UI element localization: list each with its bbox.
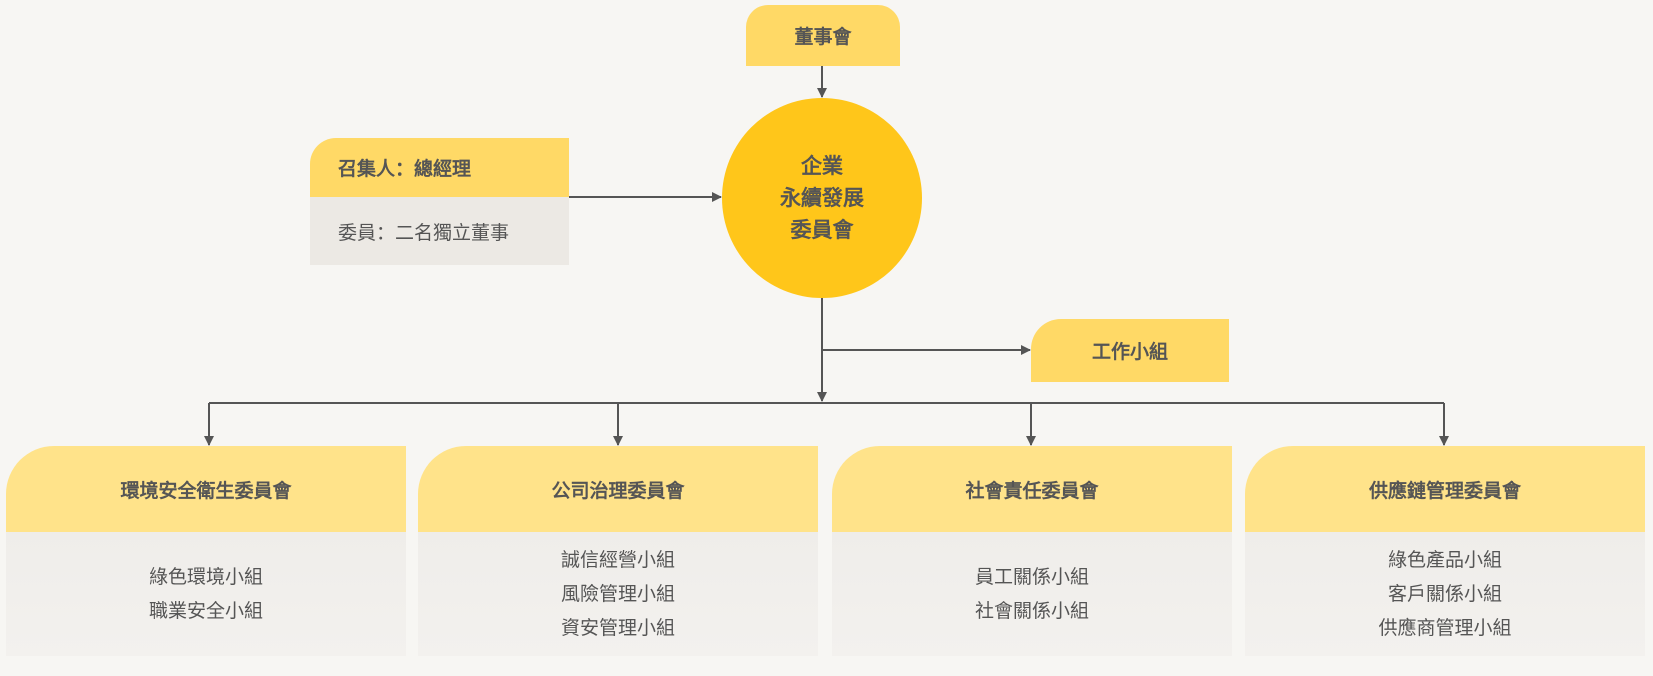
center-line-1: 企業 — [801, 154, 843, 178]
group-item: 職業安全小組 — [148, 600, 263, 622]
committee-corporate-governance: 公司治理委員會 誠信經營小組 風險管理小組 資安管理小組 — [418, 446, 818, 656]
committee-supply-chain: 供應鏈管理委員會 綠色產品小組 客戶關係小組 供應商管理小組 — [1245, 446, 1645, 656]
committee-environment-safety: 環境安全衛生委員會 綠色環境小組 職業安全小組 — [6, 446, 406, 656]
group-item: 資安管理小組 — [560, 617, 675, 639]
convener-title: 召集人：總經理 — [310, 138, 569, 197]
group-item: 員工關係小組 — [974, 566, 1089, 588]
committee-groups: 誠信經營小組 風險管理小組 資安管理小組 — [418, 532, 818, 656]
group-item: 客戶關係小組 — [1387, 583, 1502, 605]
group-item: 供應商管理小組 — [1378, 617, 1512, 639]
committee-groups: 綠色產品小組 客戶關係小組 供應商管理小組 — [1245, 532, 1645, 656]
group-item: 社會關係小組 — [974, 600, 1089, 622]
group-item: 綠色環境小組 — [148, 566, 263, 588]
sustainability-committee-circle: 企業 永續發展 委員會 — [722, 98, 922, 298]
group-item: 綠色產品小組 — [1387, 549, 1502, 571]
group-item: 風險管理小組 — [560, 583, 675, 605]
board-of-directors-box: 董事會 — [746, 5, 900, 66]
committee-title: 供應鏈管理委員會 — [1245, 446, 1645, 532]
center-line-2: 永續發展 — [780, 186, 864, 210]
center-line-3: 委員會 — [790, 218, 854, 242]
group-item: 誠信經營小組 — [560, 549, 675, 571]
committee-title: 社會責任委員會 — [832, 446, 1232, 532]
committee-groups: 綠色環境小組 職業安全小組 — [6, 532, 406, 656]
committee-title: 公司治理委員會 — [418, 446, 818, 532]
convener-members: 委員：二名獨立董事 — [310, 197, 569, 265]
committee-title: 環境安全衛生委員會 — [6, 446, 406, 532]
working-group-box: 工作小組 — [1031, 319, 1229, 382]
convener-box: 召集人：總經理 委員：二名獨立董事 — [310, 138, 569, 265]
committee-social-responsibility: 社會責任委員會 員工關係小組 社會關係小組 — [832, 446, 1232, 656]
committee-groups: 員工關係小組 社會關係小組 — [832, 532, 1232, 656]
